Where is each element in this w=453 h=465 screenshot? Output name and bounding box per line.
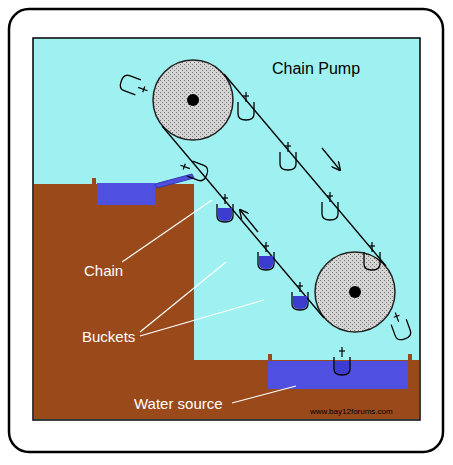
line-part <box>183 164 185 170</box>
path-part <box>335 361 349 374</box>
path-part <box>280 152 296 170</box>
line-part <box>299 282 300 292</box>
path-part <box>238 102 254 120</box>
path-part <box>293 296 307 309</box>
leader-lines <box>122 200 296 403</box>
leader-line <box>122 200 212 262</box>
upper-axle <box>187 94 199 106</box>
line-part <box>222 197 228 198</box>
line-part <box>263 245 269 246</box>
line-part <box>369 245 375 246</box>
line-part <box>265 242 266 252</box>
part-label: Buckets <box>82 328 135 345</box>
chain-line <box>162 126 324 318</box>
line-part <box>371 242 372 252</box>
bucket <box>238 92 254 120</box>
line-part <box>287 142 288 152</box>
line-part <box>394 315 400 317</box>
bucket <box>292 282 308 310</box>
line-part <box>329 192 330 202</box>
line-part <box>341 347 342 357</box>
path-part <box>334 357 350 375</box>
leader-line <box>232 386 296 403</box>
line-part <box>285 145 291 146</box>
bucket <box>322 192 338 220</box>
path-part <box>218 208 232 221</box>
path-part <box>187 161 209 182</box>
line-part <box>143 87 145 93</box>
watermark: www.bay12forums.com <box>310 407 393 416</box>
bucket <box>280 142 296 170</box>
line-part <box>339 350 345 351</box>
leader-line <box>140 262 226 332</box>
path-part <box>259 256 273 269</box>
bucket <box>334 347 350 375</box>
path-part <box>322 202 338 220</box>
line-part <box>224 194 225 204</box>
motion-arrow <box>240 210 258 232</box>
path-part <box>217 204 233 222</box>
lower-wheel <box>315 252 395 332</box>
line-part <box>327 195 333 196</box>
path-part <box>258 252 274 270</box>
diagram-title: Chain Pump <box>272 60 360 78</box>
buckets <box>118 74 412 375</box>
line-part <box>245 92 246 102</box>
chain-line <box>224 74 386 266</box>
path-part <box>118 74 140 95</box>
upper-trough <box>97 183 155 205</box>
path-part <box>364 252 380 270</box>
lower-axle <box>349 286 361 298</box>
path-part <box>391 319 412 341</box>
bucket <box>258 242 274 270</box>
earth <box>34 178 419 419</box>
ground <box>34 174 419 419</box>
bucket <box>118 74 150 99</box>
bucket <box>388 310 413 342</box>
upper-wheel <box>153 60 233 140</box>
bucket <box>217 194 233 222</box>
part-label: Chain <box>84 262 123 279</box>
frame <box>9 9 443 452</box>
bucket <box>178 158 210 183</box>
leader-line <box>140 300 264 336</box>
part-label: Water source <box>134 395 223 412</box>
sky-panel <box>33 38 420 420</box>
line-part <box>297 285 303 286</box>
line-part <box>243 95 249 96</box>
bucket <box>364 242 380 270</box>
path-part <box>292 292 308 310</box>
motion-arrow <box>322 148 340 170</box>
pump-mechanism <box>118 60 412 375</box>
